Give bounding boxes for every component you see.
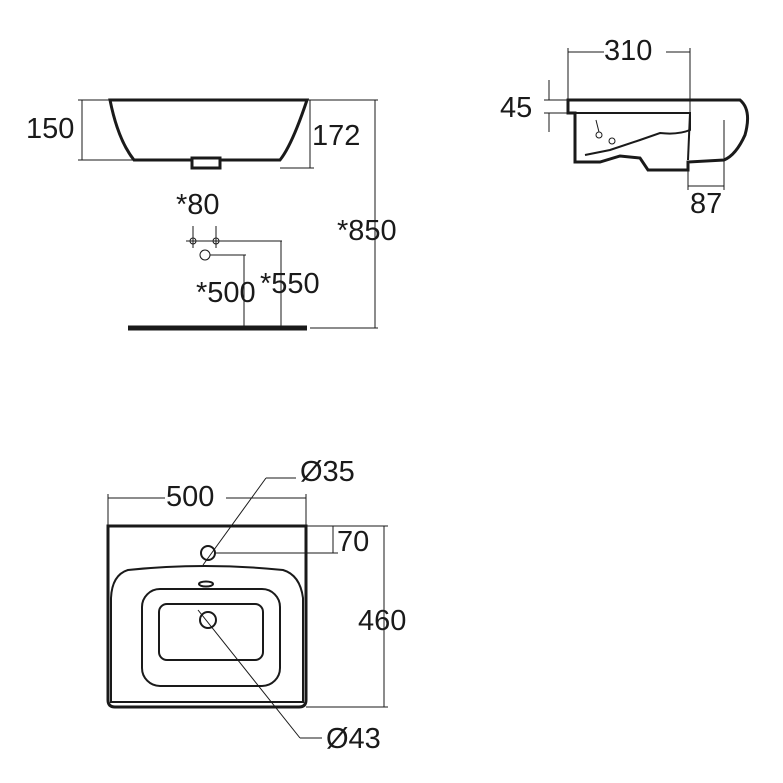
side-view: 310 45 87 — [500, 35, 750, 220]
front-depth-label: 172 — [312, 120, 360, 152]
tap-hole-label: Ø35 — [300, 456, 355, 488]
side-back-edge — [687, 112, 691, 161]
top-bowl-inner — [158, 603, 264, 661]
side-depth-label: 310 — [604, 35, 652, 67]
side-supply-point-2 — [608, 137, 616, 145]
top-bowl-middle — [141, 588, 281, 687]
side-rim-label: 45 — [500, 92, 532, 124]
top-length-label: 460 — [358, 605, 406, 637]
side-overhang-label: 87 — [690, 188, 722, 220]
front-waste-outlet — [190, 156, 222, 170]
top-bowl-outer — [110, 565, 304, 703]
top-view: 500 Ø35 70 460 Ø43 — [106, 456, 406, 755]
waste-point — [199, 249, 211, 261]
waste-height-label: *500 — [196, 277, 256, 309]
supply-height-label: *550 — [260, 268, 320, 300]
overflow-slot — [198, 580, 214, 588]
top-basin-outline — [106, 524, 308, 709]
install-height-label: *850 — [337, 215, 397, 247]
tap-offset-label: 70 — [337, 526, 369, 558]
front-view: 150 172 *850 *80 *500 *550 — [26, 98, 397, 331]
side-rim-outline — [566, 98, 750, 172]
waste-hole-label: Ø43 — [326, 723, 381, 755]
front-height-label: 150 — [26, 113, 74, 145]
supply-point-left — [189, 237, 197, 245]
waste-hole — [199, 611, 217, 629]
side-supply-point-1 — [595, 131, 603, 139]
top-width-label: 500 — [166, 481, 214, 513]
tap-spacing-label: *80 — [176, 189, 220, 221]
front-basin-outline — [108, 98, 310, 162]
side-bowl-inner — [575, 112, 691, 156]
